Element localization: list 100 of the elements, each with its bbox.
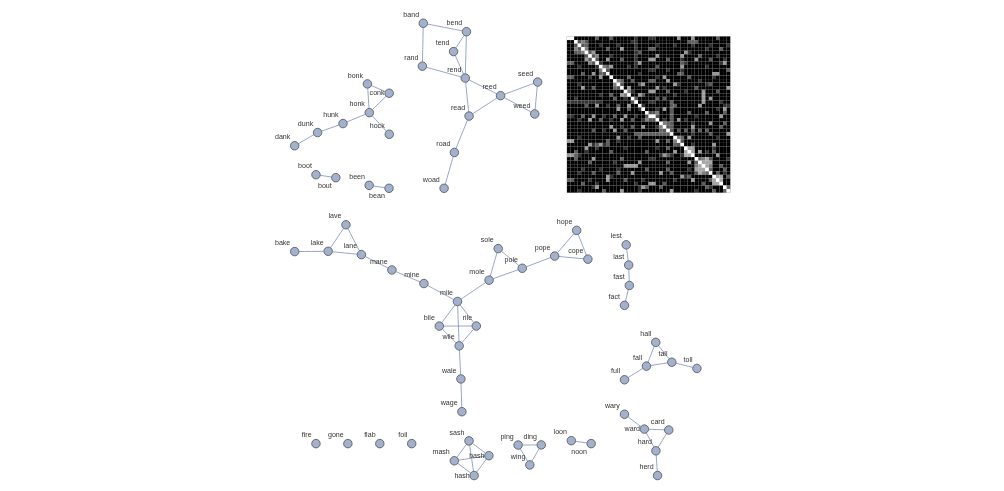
- connector: [471, 97, 497, 115]
- node-circle: [621, 240, 631, 250]
- node-circle: [571, 225, 581, 236]
- node-circle: [619, 375, 629, 385]
- connector: [556, 233, 574, 254]
- node-circle: [461, 27, 471, 37]
- node-circle: [434, 321, 444, 331]
- node-circle: [471, 321, 481, 331]
- node-circle: [619, 409, 629, 419]
- node-circle: [449, 147, 459, 158]
- node-circle: [418, 18, 428, 28]
- node-circle: [289, 141, 299, 151]
- node-circle: [652, 470, 662, 481]
- node-circle: [449, 456, 459, 466]
- node-circle: [463, 111, 474, 121]
- connector: [519, 448, 528, 462]
- connector: [298, 250, 324, 252]
- connector: [675, 362, 693, 368]
- node-circle: [289, 246, 299, 257]
- connector: [645, 432, 654, 448]
- node-circle: [549, 251, 559, 261]
- connector: [442, 325, 472, 327]
- connector: [464, 35, 467, 75]
- connector: [534, 86, 538, 110]
- node-circle: [586, 439, 596, 449]
- connector: [460, 382, 462, 408]
- connector: [425, 66, 461, 78]
- node-circle: [342, 439, 353, 449]
- node-circle: [566, 436, 576, 446]
- connector: [444, 156, 454, 185]
- connector: [372, 185, 385, 189]
- connector: [558, 256, 584, 260]
- node-circle: [524, 460, 534, 470]
- node-circle: [483, 275, 494, 285]
- node-circle: [362, 79, 372, 89]
- node-circle: [384, 129, 394, 139]
- connector: [454, 55, 464, 75]
- node-circle: [330, 173, 340, 183]
- node-circle: [639, 424, 649, 434]
- connector: [574, 440, 587, 444]
- connector: [649, 362, 668, 366]
- connector: [347, 228, 360, 252]
- node-circle: [623, 260, 633, 270]
- connector: [577, 233, 587, 256]
- connector: [320, 124, 339, 132]
- connector: [329, 228, 344, 249]
- connector: [657, 345, 669, 360]
- connector: [426, 285, 454, 300]
- connector: [370, 85, 386, 92]
- node-circle: [454, 341, 464, 351]
- connector: [394, 271, 420, 283]
- connector: [503, 97, 531, 113]
- connector: [346, 113, 366, 123]
- connector: [364, 256, 388, 269]
- node-circle: [641, 361, 651, 371]
- node-circle: [460, 73, 470, 83]
- connector: [297, 134, 314, 144]
- connector: [366, 87, 369, 109]
- node-circle: [536, 440, 546, 450]
- connector: [455, 34, 465, 49]
- connector: [624, 289, 629, 302]
- node-circle: [406, 439, 416, 449]
- node-circle: [374, 439, 384, 449]
- node-circle: [495, 91, 505, 101]
- node-circle: [663, 425, 673, 435]
- connector: [457, 455, 485, 461]
- node-circle: [364, 108, 374, 118]
- connector: [531, 448, 539, 462]
- connector: [627, 416, 641, 427]
- connector: [460, 282, 486, 300]
- node-circle: [650, 337, 660, 347]
- connector: [458, 349, 461, 376]
- connector: [627, 268, 630, 282]
- connector: [471, 443, 486, 454]
- node-circle: [624, 280, 634, 291]
- connector: [503, 83, 534, 95]
- connector: [489, 252, 497, 277]
- node-circle: [666, 357, 676, 367]
- node-circle: [483, 451, 494, 461]
- node-circle: [532, 77, 542, 87]
- node-circle: [452, 296, 462, 307]
- node-circle: [340, 220, 351, 230]
- connector: [455, 119, 468, 149]
- node-circle: [456, 407, 467, 417]
- node-circle: [463, 436, 474, 446]
- node-circle: [438, 183, 449, 193]
- node-circle: [386, 265, 397, 275]
- connector: [456, 305, 459, 342]
- connector: [426, 23, 463, 32]
- connector: [525, 257, 551, 268]
- node-circle: [417, 61, 427, 71]
- connector: [468, 79, 497, 95]
- connector: [371, 95, 386, 110]
- node-circle: [529, 109, 539, 119]
- connector: [456, 462, 471, 474]
- connector: [371, 115, 387, 132]
- node-circle: [512, 440, 523, 450]
- node-circle: [310, 439, 321, 449]
- connector: [331, 251, 358, 255]
- connector: [468, 444, 474, 472]
